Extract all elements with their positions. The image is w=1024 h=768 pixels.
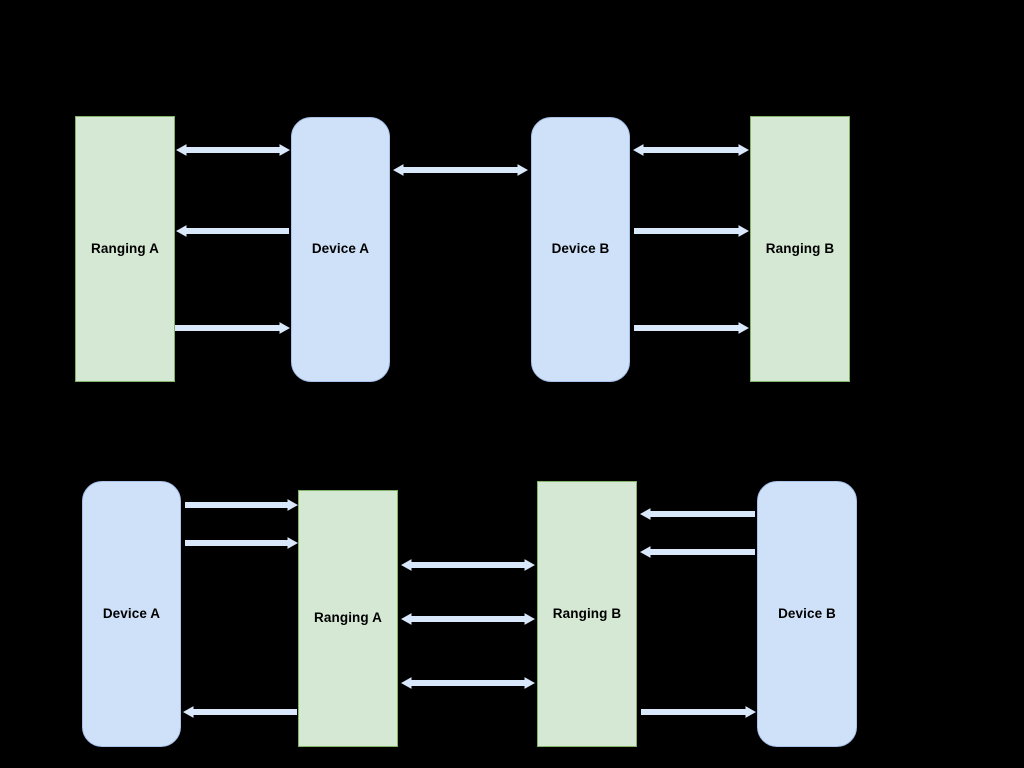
arrowhead-icon	[287, 537, 299, 549]
arrowhead-icon	[524, 677, 536, 689]
edge-bot-edge-2-right	[185, 537, 299, 549]
arrowhead-icon	[279, 322, 291, 334]
node-top-device-a[interactable]: Device A	[291, 117, 390, 382]
node-label: Device A	[311, 241, 370, 257]
arrowhead-icon	[745, 706, 757, 718]
edge-top-edge-7-right	[634, 322, 750, 334]
node-top-ranging-a[interactable]: Ranging A	[75, 116, 175, 382]
edge-top-edge-2-left	[175, 225, 289, 237]
arrowhead-icon	[287, 499, 299, 511]
arrowhead-icon	[738, 225, 750, 237]
edge-top-edge-5-both	[632, 144, 750, 156]
node-top-device-b[interactable]: Device B	[531, 117, 630, 382]
node-label: Device B	[551, 241, 610, 257]
node-label: Ranging A	[314, 610, 382, 626]
node-top-ranging-b[interactable]: Ranging B	[750, 116, 850, 382]
arrowhead-icon	[738, 322, 750, 334]
arrowhead-icon	[639, 508, 651, 520]
arrowhead-icon	[517, 164, 529, 176]
arrowhead-icon	[175, 144, 187, 156]
arrowhead-icon	[182, 706, 194, 718]
node-label: Ranging B	[552, 605, 622, 621]
node-bot-device-a[interactable]: Device A	[82, 481, 181, 747]
arrowhead-icon	[392, 164, 404, 176]
edge-bot-edge-4-both	[400, 559, 536, 571]
arrowhead-icon	[279, 144, 291, 156]
node-label: Ranging B	[765, 240, 835, 256]
edge-bot-edge-5-both	[400, 613, 536, 625]
edge-bot-edge-6-both	[400, 677, 536, 689]
edge-top-edge-3-right	[175, 322, 291, 334]
node-label: Device A	[102, 605, 161, 621]
arrowhead-icon	[175, 225, 187, 237]
edge-bot-edge-9-right	[641, 706, 757, 718]
node-label: Ranging A	[91, 240, 159, 256]
arrowhead-icon	[524, 613, 536, 625]
node-label: Device B	[778, 605, 836, 621]
edge-top-edge-1-both	[175, 144, 291, 156]
arrowhead-icon	[639, 546, 651, 558]
node-bot-device-b[interactable]: Device B	[757, 481, 857, 747]
node-bot-ranging-a[interactable]: Ranging A	[298, 490, 398, 747]
edge-bot-edge-7-left	[639, 508, 755, 520]
node-bot-ranging-b[interactable]: Ranging B	[537, 481, 637, 747]
edge-bot-edge-3-left	[182, 706, 297, 718]
edge-bot-edge-8-left	[639, 546, 755, 558]
arrowhead-icon	[400, 613, 412, 625]
arrowhead-icon	[400, 559, 412, 571]
arrowhead-icon	[400, 677, 412, 689]
arrowhead-icon	[632, 144, 644, 156]
edge-top-edge-4-both	[392, 164, 529, 176]
edge-top-edge-6-right	[634, 225, 750, 237]
arrowhead-icon	[738, 144, 750, 156]
edge-bot-edge-1-right	[185, 499, 299, 511]
arrowhead-icon	[524, 559, 536, 571]
